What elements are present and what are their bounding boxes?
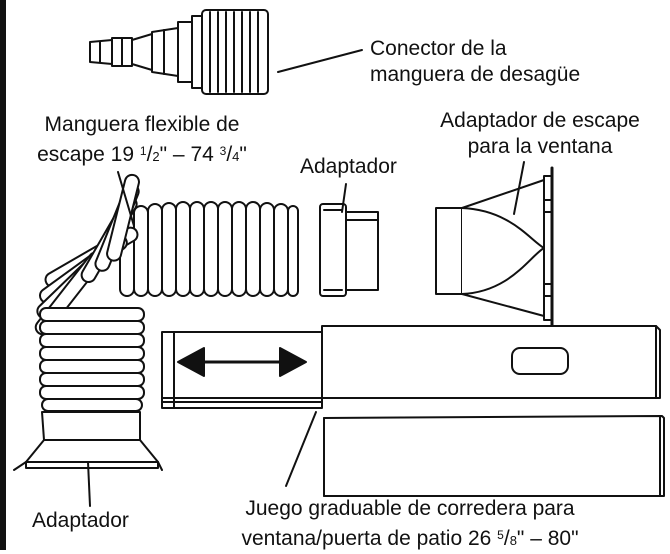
slider-kit-suffix: " – 80": [516, 527, 579, 550]
window-slider-kit: [161, 325, 665, 497]
label-drain-connector-line2: manguera de desagüe: [370, 63, 581, 86]
flex-hose-mid: " – 74: [159, 143, 220, 166]
label-adapter-middle: Adaptador: [300, 155, 397, 178]
flex-hose-prefix: escape 19: [37, 143, 140, 166]
label-slider-kit: Juego graduable de corredera para ventan…: [200, 496, 620, 554]
label-window-adapter-line2: para la ventana: [467, 135, 613, 158]
leader-adapter-middle: [341, 183, 347, 213]
leader-flex-hose: [117, 171, 135, 227]
label-flex-hose: Manguera flexible de escape 19 1/2" – 74…: [22, 112, 262, 170]
leader-window-adapter: [513, 161, 525, 215]
flex-hose-suffix: ": [239, 143, 247, 166]
adapter-middle-part: [319, 203, 379, 297]
flexible-exhaust-hose: [34, 173, 299, 412]
leader-drain-connector: [277, 49, 363, 73]
window-exhaust-adapter-part: [435, 166, 554, 328]
adapter-bottom-part: [13, 411, 163, 471]
label-drain-connector: Conector de la manguera de desagüe: [370, 36, 580, 88]
slider-kit-frac-num: 5: [497, 528, 504, 542]
label-adapter-bottom: Adaptador: [32, 509, 129, 532]
label-window-adapter-line1: Adaptador de escape: [440, 109, 640, 132]
label-drain-connector-line1: Conector de la: [370, 37, 507, 60]
flex-hose-frac1-den: 2: [152, 149, 160, 164]
leader-slider-kit: [285, 411, 317, 487]
slider-kit-frac-den: 8: [509, 533, 517, 548]
label-window-adapter: Adaptador de escape para la ventana: [420, 108, 660, 160]
leader-adapter-bottom: [87, 461, 91, 507]
drain-hose-connector: [89, 9, 269, 95]
flex-hose-frac2-den: 4: [232, 149, 240, 164]
label-flex-hose-line2: escape 19 1/2" – 74 3/4": [37, 143, 247, 166]
label-slider-kit-line2: ventana/puerta de patio 26 5/8" – 80": [241, 527, 579, 550]
left-border: [0, 0, 6, 550]
flex-hose-frac1-num: 1: [139, 144, 147, 158]
flex-hose-frac2-num: 3: [219, 144, 227, 158]
label-flex-hose-line1: Manguera flexible de: [44, 113, 240, 136]
slider-kit-prefix: ventana/puerta de patio 26: [241, 527, 498, 550]
label-slider-kit-line1: Juego graduable de corredera para: [245, 497, 575, 520]
